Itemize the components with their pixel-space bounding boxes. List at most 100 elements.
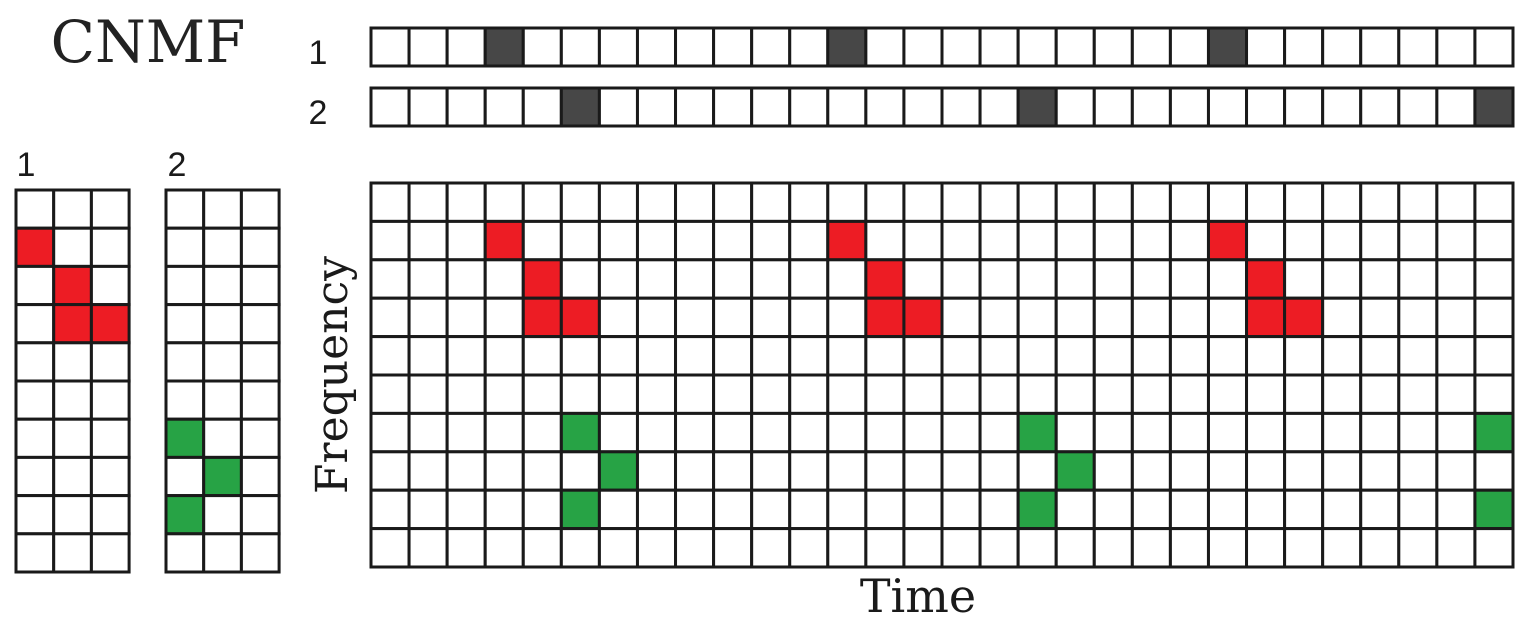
spectrogram-cell: [674, 527, 716, 569]
spectrogram-cell: [826, 373, 868, 415]
spectrogram-cell: [674, 296, 716, 339]
spectrogram-cell: [750, 450, 792, 492]
spectrogram-cell: [1397, 450, 1439, 492]
activation-cell: [635, 26, 678, 68]
spectrogram-cell: [559, 219, 601, 262]
activation-cell: [864, 26, 906, 68]
spectrogram-cell: [1397, 411, 1439, 454]
activation-cell: [674, 86, 716, 128]
spectrogram-cell: [1092, 411, 1134, 454]
pattern-cell-filled: [164, 417, 206, 459]
spectrogram-cell: [1473, 296, 1515, 339]
pattern-cell: [14, 417, 56, 459]
pattern-cell: [89, 379, 131, 421]
spectrogram-cell: [1435, 527, 1477, 569]
spectrogram-cell: [521, 373, 563, 415]
spectrogram-cell: [407, 527, 449, 569]
spectrogram-cell: [369, 296, 411, 339]
spectrogram-cell: [788, 527, 830, 569]
activation-rows: 1 2: [309, 26, 1515, 132]
spectrogram-cell: [902, 527, 944, 569]
spectrogram-cell: [750, 373, 792, 415]
figure-title: CNMF: [51, 8, 246, 76]
activation-cell: [1092, 26, 1134, 68]
spectrogram-cell: [369, 527, 411, 569]
activation-cell: [674, 26, 716, 68]
activation-cell: [1092, 86, 1134, 128]
spectrogram-cell-red: [1245, 258, 1287, 300]
pattern-cell: [239, 379, 281, 421]
spectrogram-cell: [1283, 373, 1325, 415]
pattern-cell-filled: [14, 226, 56, 268]
spectrogram-cell: [1321, 219, 1363, 262]
pattern-cell: [239, 303, 281, 345]
pattern-cell-filled: [52, 303, 93, 345]
spectrogram-cell: [559, 181, 601, 223]
spectrogram-cell: [1283, 411, 1325, 454]
spectrogram-cell: [750, 219, 792, 262]
spectrogram-cell: [1092, 450, 1134, 492]
activation-cell: [712, 26, 754, 68]
spectrogram-cell-red: [1206, 219, 1249, 262]
spectrogram-cell: [597, 411, 639, 454]
spectrogram-cell: [750, 258, 792, 300]
activation-cell: [1473, 26, 1515, 68]
spectrogram-cell: [1283, 488, 1325, 531]
spectrogram-cell: [369, 181, 411, 223]
activation-cell: [369, 26, 411, 68]
spectrogram-cell-green: [1054, 450, 1096, 492]
spectrogram-cell: [864, 411, 906, 454]
spectrogram-cell: [1092, 296, 1134, 339]
activation-cell: [1397, 26, 1439, 68]
activation-cell: [902, 86, 944, 128]
spectrogram-cell: [1397, 335, 1439, 377]
spectrogram-cell: [1359, 219, 1401, 262]
spectrogram-cell: [635, 219, 678, 262]
pattern-cell-filled: [164, 494, 206, 536]
spectrogram-cell: [1397, 258, 1439, 300]
activation-cell: [978, 26, 1020, 68]
activation-cell: [483, 86, 525, 128]
pattern-label-1: 1: [17, 146, 36, 184]
spectrogram-cell: [1168, 488, 1210, 531]
spectrogram-cell: [407, 296, 449, 339]
activation-cell: [635, 86, 678, 128]
spectrogram-cell: [1016, 181, 1058, 223]
spectrogram-cell: [1435, 181, 1477, 223]
pattern-cell: [239, 532, 281, 574]
spectrogram-cell: [1130, 373, 1172, 415]
spectrogram-cell: [788, 488, 830, 531]
spectrogram-cell: [1359, 450, 1401, 492]
spectrogram-cell: [483, 488, 525, 531]
spectrogram-cell: [1435, 335, 1477, 377]
spectrogram-cell: [1321, 488, 1363, 531]
spectrogram-cell: [750, 527, 792, 569]
spectrogram-cell: [407, 488, 449, 531]
spectrogram-cell: [1206, 181, 1249, 223]
spectrogram-cell: [978, 181, 1020, 223]
spectrogram-cell: [483, 296, 525, 339]
spectrogram-cell: [712, 181, 754, 223]
spectrogram-cell: [635, 527, 678, 569]
spectrogram-cell: [407, 219, 449, 262]
activation-cell: [1435, 86, 1477, 128]
spectrogram-cell: [445, 181, 487, 223]
spectrogram-cell: [1245, 450, 1287, 492]
spectrogram-cell: [445, 373, 487, 415]
spectrogram-cell-green: [559, 488, 601, 531]
spectrogram-cell: [445, 219, 487, 262]
activation-cell-active: [826, 26, 868, 68]
activation-cell: [407, 86, 449, 128]
spectrogram-cell: [1206, 296, 1249, 339]
spectrogram-cell: [902, 181, 944, 223]
spectrogram-cell: [902, 335, 944, 377]
pattern-cell: [52, 226, 93, 268]
spectrogram-cell-red: [864, 296, 906, 339]
pattern-cell: [202, 494, 243, 536]
spectrogram-cell: [826, 411, 868, 454]
pattern-cell: [239, 417, 281, 459]
spectrogram-cell: [1245, 527, 1287, 569]
spectrogram-cell: [1321, 450, 1363, 492]
spectrogram-cell: [369, 335, 411, 377]
spectrogram-cell: [445, 527, 487, 569]
